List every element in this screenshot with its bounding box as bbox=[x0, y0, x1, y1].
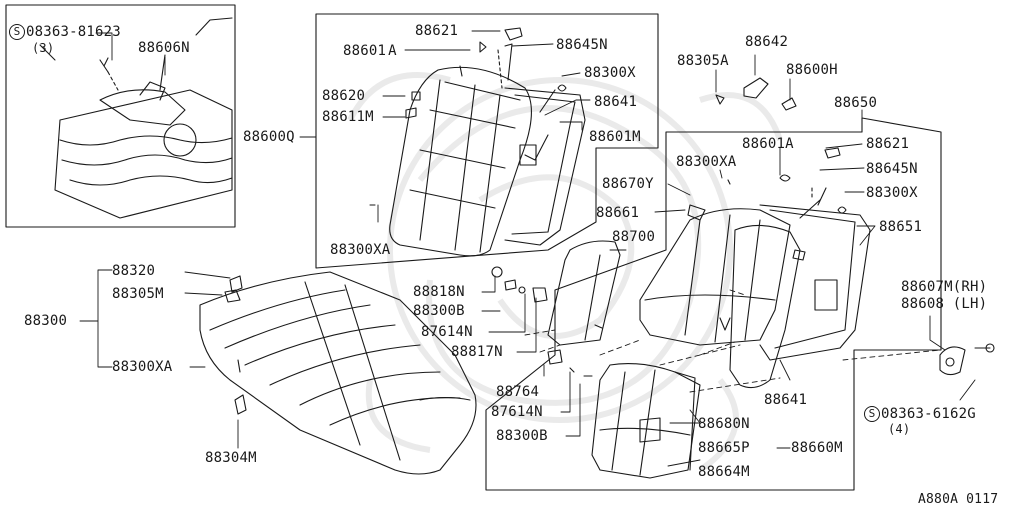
part-88300B-top[interactable]: 88300B bbox=[413, 303, 465, 319]
part-88680N[interactable]: 88680N bbox=[698, 416, 750, 432]
part-88300XA-bottom[interactable]: 88300XA bbox=[112, 359, 173, 375]
part-88764[interactable]: 88764 bbox=[496, 384, 540, 400]
part-88645N-top[interactable]: 88645N bbox=[556, 37, 608, 53]
part-88818N[interactable]: 88818N bbox=[413, 284, 465, 300]
part-88645N-right[interactable]: 88645N bbox=[866, 161, 918, 177]
part-88320[interactable]: 88320 bbox=[112, 263, 156, 279]
lower-side-cushion bbox=[591, 363, 701, 479]
part-88611M[interactable]: 88611M bbox=[322, 109, 374, 125]
part-88300XA-mid[interactable]: 88300XA bbox=[676, 154, 737, 170]
part-88300X-right[interactable]: 88300X bbox=[866, 185, 918, 201]
part-88608-lh[interactable]: 88608 (LH) bbox=[901, 296, 988, 312]
leader-lines bbox=[79, 30, 976, 467]
part-88665P[interactable]: 88665P bbox=[698, 440, 750, 456]
part-88661[interactable]: 88661 bbox=[596, 205, 640, 221]
part-88817N[interactable]: 88817N bbox=[451, 344, 503, 360]
part-88305M[interactable]: 88305M bbox=[112, 286, 164, 302]
part-88621-right[interactable]: 88621 bbox=[866, 136, 910, 152]
assembly-dashes bbox=[524, 289, 941, 393]
inset-frame bbox=[5, 4, 236, 228]
right-seatback bbox=[639, 147, 871, 389]
part-88601-suffix: A bbox=[388, 43, 397, 59]
screw-code-text: 08363-6162G bbox=[881, 406, 976, 422]
part-88642[interactable]: 88642 bbox=[745, 34, 789, 50]
part-88660M[interactable]: 88660M bbox=[791, 440, 843, 456]
part-88621-top[interactable]: 88621 bbox=[415, 23, 459, 39]
part-88607M-rh[interactable]: 88607M(RH) bbox=[901, 279, 988, 295]
part-88606N[interactable]: 88606N bbox=[138, 40, 190, 56]
part-88670Y[interactable]: 88670Y bbox=[602, 176, 654, 192]
qty-4-label: (4) bbox=[888, 422, 911, 436]
part-88700[interactable]: 88700 bbox=[612, 229, 656, 245]
part-88601M[interactable]: 88601M bbox=[589, 129, 641, 145]
screw-s-symbol: S bbox=[864, 406, 880, 422]
part-88650[interactable]: 88650 bbox=[834, 95, 878, 111]
screw-code-text: 08363-81623 bbox=[26, 24, 121, 40]
upper-back-frame bbox=[315, 13, 659, 269]
hardware bbox=[234, 77, 995, 415]
inset-seat-base bbox=[39, 17, 233, 219]
part-88300B-bottom[interactable]: 88300B bbox=[496, 428, 548, 444]
part-88300[interactable]: 88300 bbox=[24, 313, 68, 329]
part-88601-highlight[interactable]: 88601 bbox=[343, 43, 387, 59]
screw-s-symbol: S bbox=[9, 24, 25, 40]
part-88664M[interactable]: 88664M bbox=[698, 464, 750, 480]
part-88300XA-left[interactable]: 88300XA bbox=[330, 242, 391, 258]
part-87614N-bottom[interactable]: 87614N bbox=[491, 404, 543, 420]
part-88304M[interactable]: 88304M bbox=[205, 450, 257, 466]
seat-cushion-88300 bbox=[199, 271, 477, 475]
part-87614N-top[interactable]: 87614N bbox=[421, 324, 473, 340]
qty-3-label: (3) bbox=[32, 41, 55, 55]
part-88601A-right[interactable]: 88601A bbox=[742, 136, 794, 152]
part-88305A[interactable]: 88305A bbox=[677, 53, 729, 69]
upper-seatback bbox=[369, 27, 586, 257]
part-88641-top[interactable]: 88641 bbox=[594, 94, 638, 110]
part-88651[interactable]: 88651 bbox=[879, 219, 923, 235]
part-88641-bottom[interactable]: 88641 bbox=[764, 392, 808, 408]
part-88600H[interactable]: 88600H bbox=[786, 62, 838, 78]
part-88300X-top[interactable]: 88300X bbox=[584, 65, 636, 81]
armrest-88700 bbox=[547, 240, 621, 346]
part-88620[interactable]: 88620 bbox=[322, 88, 366, 104]
part-88600Q[interactable]: 88600Q bbox=[243, 129, 295, 145]
drawing-code: A880A 0117 bbox=[918, 492, 999, 507]
